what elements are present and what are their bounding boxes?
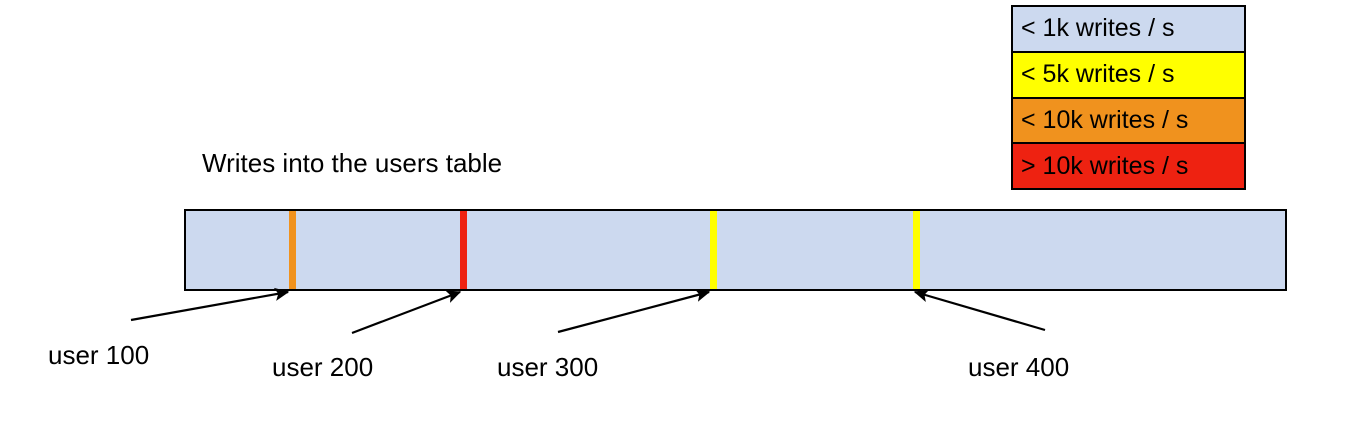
legend-item-lt-1k: < 1k writes / s [1013, 7, 1244, 53]
callout-label-user-200: user 200 [272, 352, 374, 382]
stripe-user-300 [710, 211, 717, 289]
arrow-user-200 [351, 290, 462, 335]
arrow-user-400 [913, 289, 1046, 332]
callout-label-user-300: user 300 [497, 352, 599, 382]
users-table-bar [184, 209, 1287, 291]
legend: < 1k writes / s < 5k writes / s < 10k wr… [1011, 5, 1246, 190]
arrow-user-100 [130, 287, 290, 322]
legend-item-lt-5k: < 5k writes / s [1013, 52, 1244, 99]
arrow-user-300 [557, 289, 711, 334]
legend-item-label: < 1k writes / s [1021, 14, 1175, 43]
legend-item-lt-10k: < 10k writes / s [1013, 98, 1244, 145]
stripe-user-200 [460, 211, 467, 289]
legend-item-label: < 5k writes / s [1021, 60, 1175, 89]
legend-item-gt-10k: > 10k writes / s [1013, 144, 1244, 188]
legend-item-label: > 10k writes / s [1021, 151, 1189, 180]
stripe-user-100 [289, 211, 296, 289]
chart-title: Writes into the users table [202, 148, 503, 178]
legend-item-label: < 10k writes / s [1021, 105, 1189, 134]
callout-label-user-400: user 400 [968, 352, 1070, 382]
stripe-user-400 [913, 211, 920, 289]
callout-label-user-100: user 100 [48, 340, 150, 370]
